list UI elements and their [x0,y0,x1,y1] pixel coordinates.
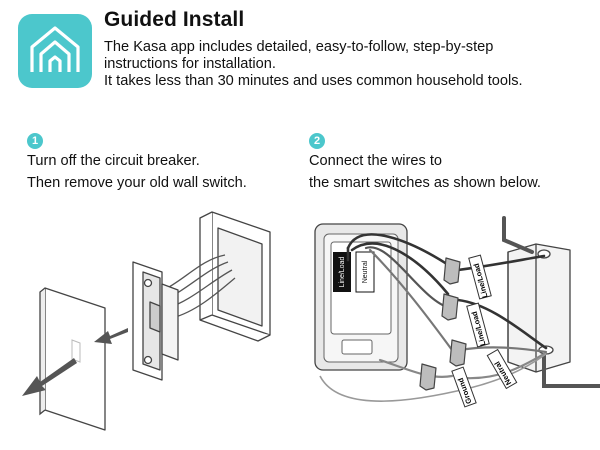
old-switch [132,261,179,381]
supply-cable [502,216,600,388]
switch-line-load-label: Line/Load [339,257,346,288]
step-1-badge: 1 [27,133,43,149]
pull-arrow-icon [22,328,128,396]
smart-switch: Line/Load Neutral [314,223,408,371]
intro-line: It takes less than 30 minutes and uses c… [104,73,523,89]
step-2-text: Connect the wires to the smart switches … [309,150,541,194]
intro-line: instructions for installation. [104,56,276,72]
step-1-text: Turn off the circuit breaker. Then remov… [27,150,247,194]
step-2-line: the smart switches as shown below. [309,175,541,191]
wires [346,233,548,380]
step-2-line: Connect the wires to [309,153,443,169]
wire-nut-icon [419,257,467,391]
step-2-badge: 2 [309,133,325,149]
face-plate [39,287,106,431]
kasa-app-icon [18,14,92,88]
house-icon [30,26,80,72]
intro-text: The Kasa app includes detailed, easy-to-… [104,39,594,90]
remove-switch-illustration [22,211,271,431]
intro-line: The Kasa app includes detailed, easy-to-… [104,39,494,55]
wiring-illustration: Line/Load Neutral [314,216,600,408]
wall-box [199,211,271,342]
step-1-line: Turn off the circuit breaker. [27,153,200,169]
switch-neutral-label: Neutral [362,260,369,283]
junction-box [507,243,571,373]
page-title: Guided Install [104,8,245,31]
step-1-line: Then remove your old wall switch. [27,175,247,191]
